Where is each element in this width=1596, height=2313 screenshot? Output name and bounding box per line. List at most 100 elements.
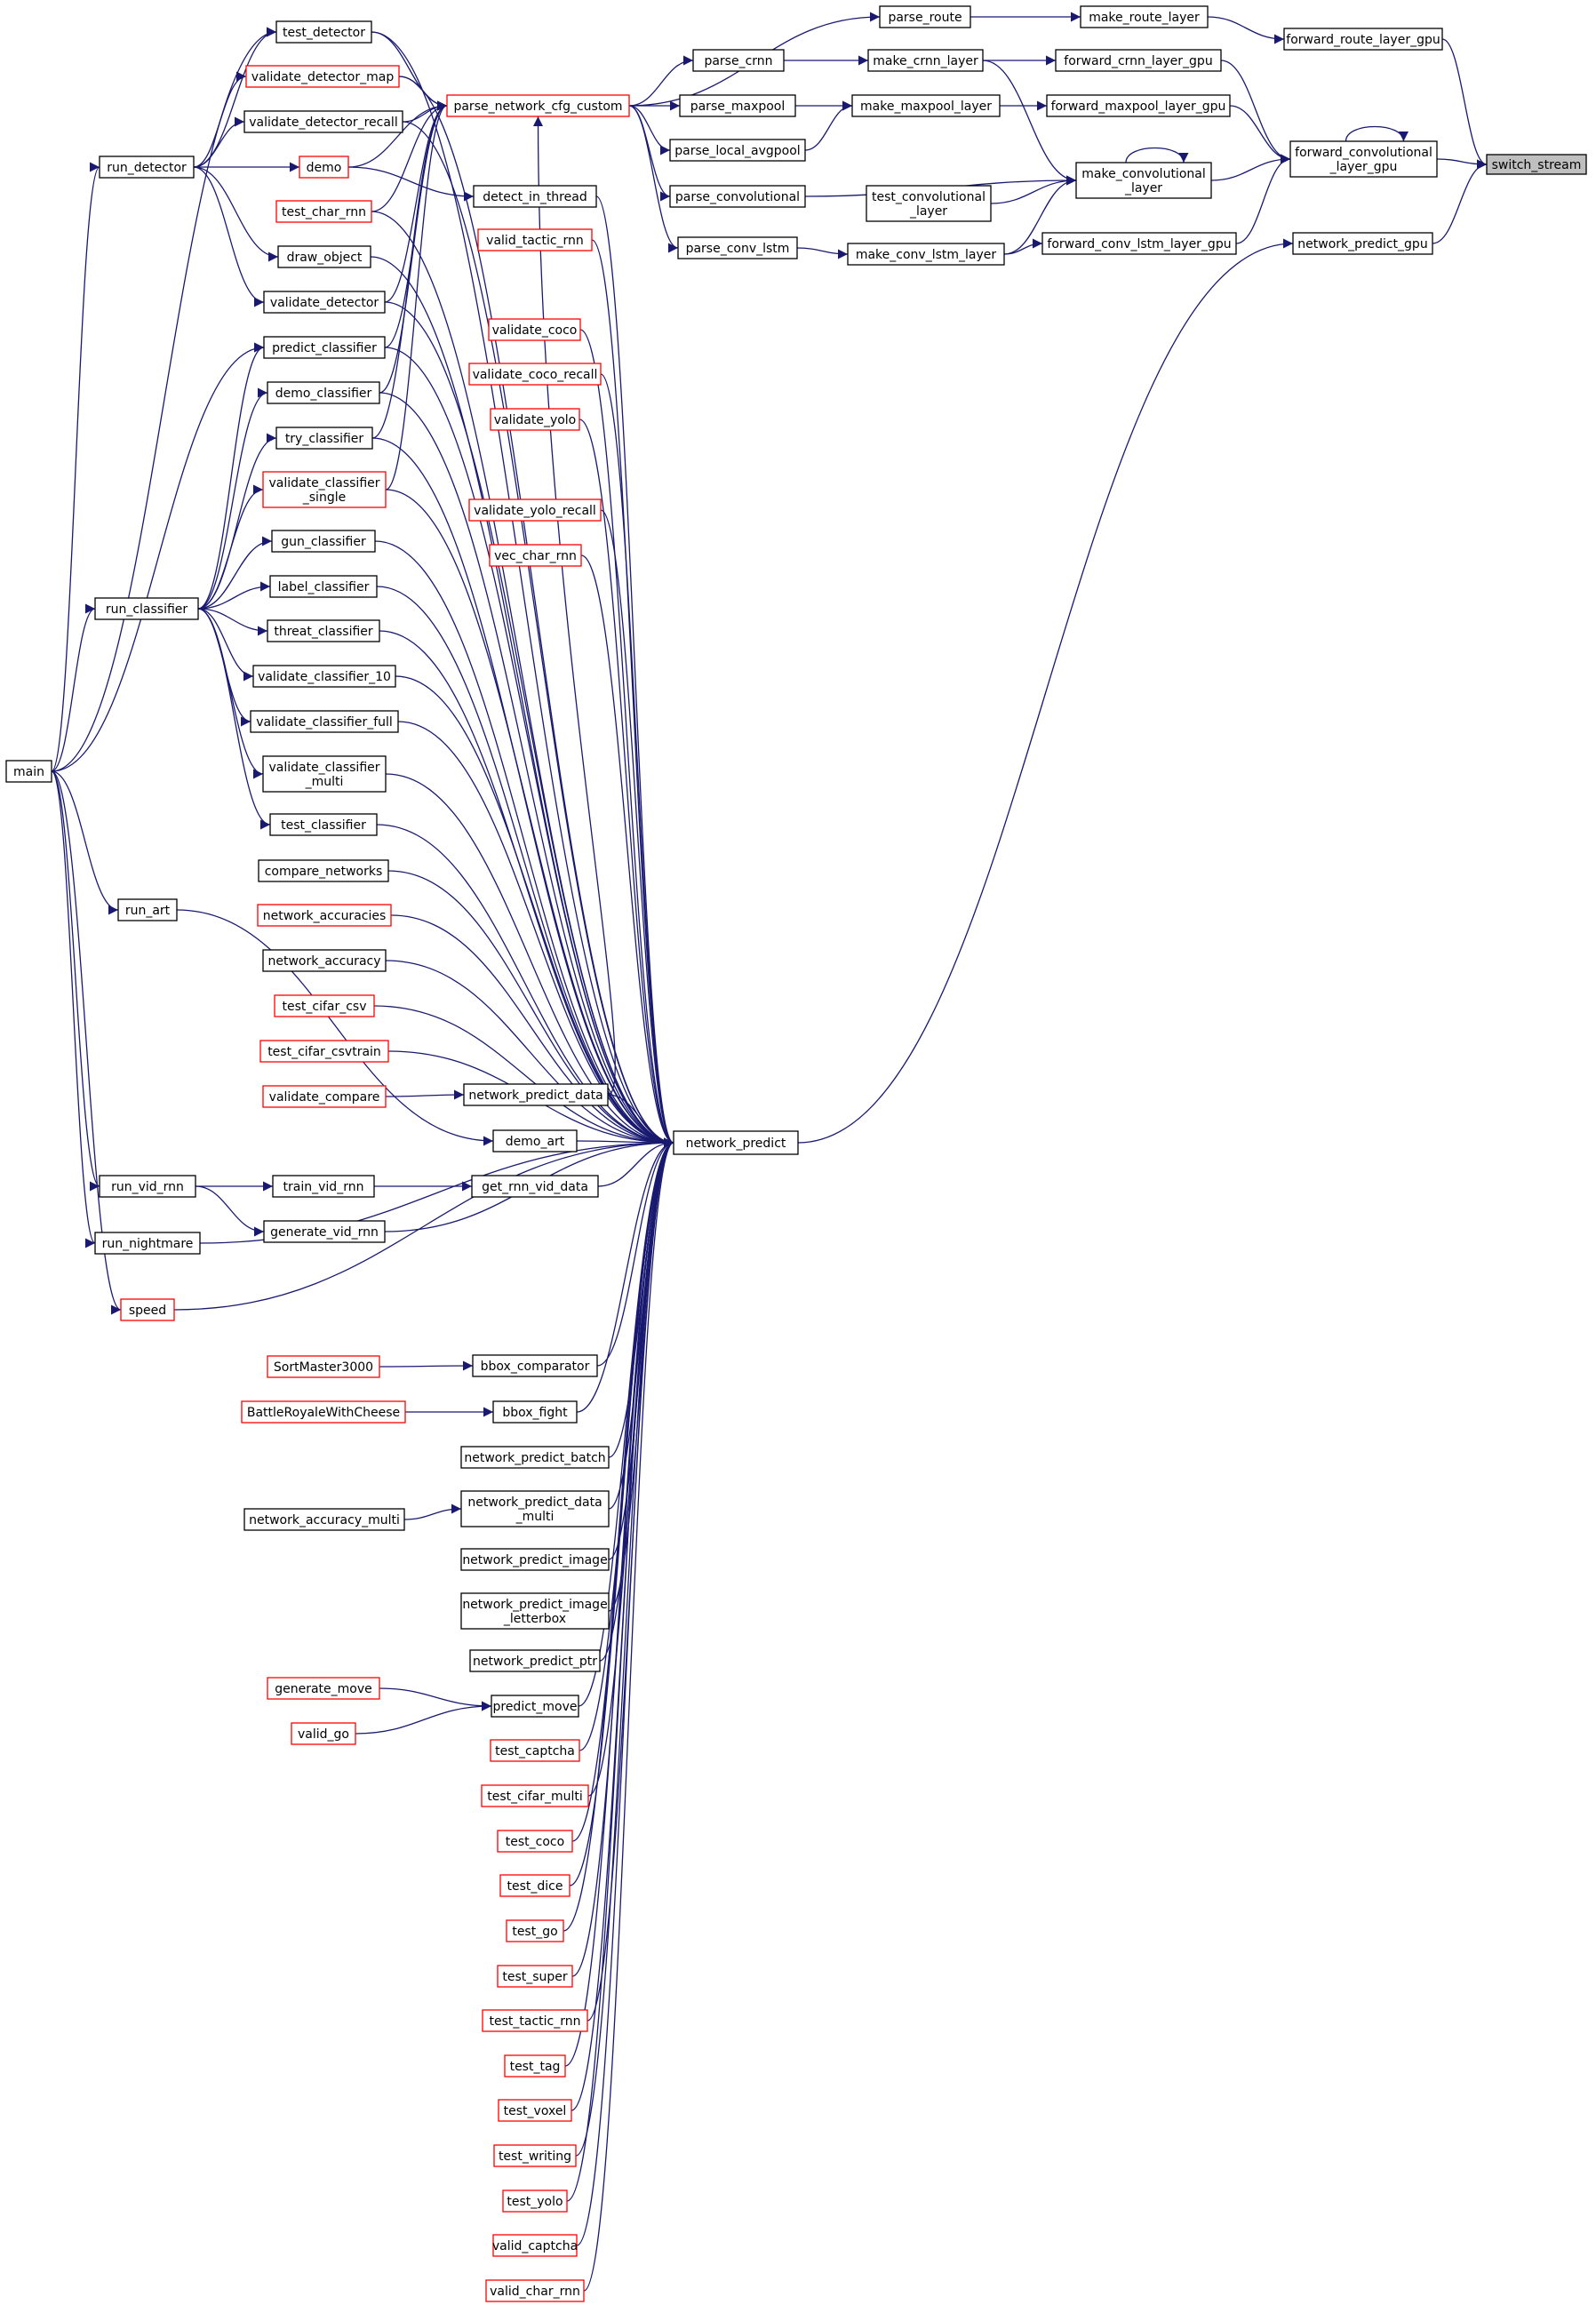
node-run-nightmare[interactable]: run_nightmare xyxy=(94,1232,201,1255)
node-label-classifier[interactable]: label_classifier xyxy=(269,575,378,598)
node-test-writing[interactable]: test_writing xyxy=(493,2144,577,2167)
node-test-go[interactable]: test_go xyxy=(506,1919,564,1942)
node-sortmaster3000[interactable]: SortMaster3000 xyxy=(267,1355,380,1378)
node-network-accuracy-multi[interactable]: network_accuracy_multi xyxy=(243,1508,405,1531)
node-valid-go[interactable]: valid_go xyxy=(291,1722,356,1745)
node-test-char-rnn[interactable]: test_char_rnn xyxy=(275,200,372,223)
node-network-predict-image-letterbox[interactable]: network_predict_image_letterbox xyxy=(460,1592,610,1630)
edge xyxy=(387,870,674,1148)
node-run-detector[interactable]: run_detector xyxy=(99,156,195,179)
node-label: predict_move xyxy=(492,1700,577,1714)
node-parse-maxpool[interactable]: parse_maxpool xyxy=(679,94,796,117)
node-run-classifier[interactable]: run_classifier xyxy=(94,597,199,620)
node-network-predict-data[interactable]: network_predict_data xyxy=(463,1083,609,1106)
node-validate-detector[interactable]: validate_detector xyxy=(263,291,386,314)
node-test-yolo[interactable]: test_yolo xyxy=(502,2189,568,2213)
node-bbox-fight[interactable]: bbox_fight xyxy=(492,1400,578,1424)
node-run-art[interactable]: run_art xyxy=(117,898,178,921)
node-parse-convolutional[interactable]: parse_convolutional xyxy=(669,185,806,208)
node-validate-classifier-multi[interactable]: validate_classifier_multi xyxy=(262,755,387,793)
node-make-crnn-layer[interactable]: make_crnn_layer xyxy=(867,49,984,72)
node-test-super[interactable]: test_super xyxy=(497,1965,573,1988)
node-make-maxpool-layer[interactable]: make_maxpool_layer xyxy=(851,94,1001,117)
node-predict-classifier[interactable]: predict_classifier xyxy=(263,336,386,359)
node-test-dice[interactable]: test_dice xyxy=(499,1874,571,1897)
node-predict-move[interactable]: predict_move xyxy=(491,1695,579,1718)
node-network-predict-ptr[interactable]: network_predict_ptr xyxy=(469,1649,601,1672)
node-get-rnn-vid-data[interactable]: get_rnn_vid_data xyxy=(471,1175,599,1198)
node-battleroyalewithcheese[interactable]: BattleRoyaleWithCheese xyxy=(241,1400,406,1424)
node-network-predict-image[interactable]: network_predict_image xyxy=(460,1548,610,1571)
node-box xyxy=(488,318,581,341)
node-box xyxy=(493,2144,577,2167)
node-forward-crnn-layer-gpu[interactable]: forward_crnn_layer_gpu xyxy=(1055,49,1222,72)
node-label: network_predict_data xyxy=(468,1089,602,1103)
edge xyxy=(563,1137,674,1932)
node-test-voxel[interactable]: test_voxel xyxy=(498,2099,572,2122)
node-detect-in-thread[interactable]: detect_in_thread xyxy=(473,185,597,208)
node-demo-classifier[interactable]: demo_classifier xyxy=(267,381,380,404)
node-validate-yolo-recall[interactable]: validate_yolo_recall xyxy=(468,498,602,522)
node-vec-char-rnn[interactable]: vec_char_rnn xyxy=(489,544,582,567)
node-test-tag[interactable]: test_tag xyxy=(504,2054,566,2078)
node-test-convolutional-layer[interactable]: test_convolutional_layer xyxy=(866,185,992,222)
node-validate-classifier-full[interactable]: validate_classifier_full xyxy=(250,710,399,733)
node-box xyxy=(673,1130,799,1155)
node-parse-crnn[interactable]: parse_crnn xyxy=(692,49,785,72)
node-network-predict[interactable]: network_predict xyxy=(673,1130,799,1155)
node-demo[interactable]: demo xyxy=(299,156,349,179)
node-valid-tactic-rnn[interactable]: valid_tactic_rnn xyxy=(477,228,593,251)
node-try-classifier[interactable]: try_classifier xyxy=(275,427,373,450)
node-parse-conv-lstm[interactable]: parse_conv_lstm xyxy=(677,236,798,259)
node-parse-network-cfg-custom[interactable]: parse_network_cfg_custom xyxy=(446,94,630,117)
node-make-conv-lstm-layer[interactable]: make_conv_lstm_layer xyxy=(847,243,1005,266)
node-forward-maxpool-layer-gpu[interactable]: forward_maxpool_layer_gpu xyxy=(1046,94,1231,117)
node-demo-art[interactable]: demo_art xyxy=(492,1129,578,1153)
edge xyxy=(197,608,254,682)
node-run-vid-rnn[interactable]: run_vid_rnn xyxy=(99,1175,196,1198)
node-test-coco[interactable]: test_coco xyxy=(497,1830,573,1853)
node-test-tactic-rnn[interactable]: test_tactic_rnn xyxy=(482,2009,588,2032)
node-make-convolutional-layer[interactable]: make_convolutional_layer xyxy=(1075,162,1212,199)
node-bbox-comparator[interactable]: bbox_comparator xyxy=(472,1354,598,1377)
node-box xyxy=(472,1354,598,1377)
node-forward-convolutional-layer-gpu[interactable]: forward_convolutional_layer_gpu xyxy=(1289,140,1438,178)
node-validate-classifier-single[interactable]: validate_classifier_single xyxy=(262,471,387,508)
node-network-accuracies[interactable]: network_accuracies xyxy=(257,904,392,927)
node-validate-yolo[interactable]: validate_yolo xyxy=(490,408,580,431)
node-test-classifier[interactable]: test_classifier xyxy=(269,813,378,836)
node-network-predict-data-multi[interactable]: network_predict_data_multi xyxy=(460,1490,610,1527)
node-speed[interactable]: speed xyxy=(120,1298,175,1321)
node-validate-classifier-10[interactable]: validate_classifier_10 xyxy=(252,665,396,688)
node-test-cifar-csvtrain[interactable]: test_cifar_csvtrain xyxy=(259,1040,389,1063)
node-forward-route-layer-gpu[interactable]: forward_route_layer_gpu xyxy=(1283,28,1443,51)
node-make-route-layer[interactable]: make_route_layer xyxy=(1080,5,1209,28)
node-compare-networks[interactable]: compare_networks xyxy=(258,859,389,882)
node-train-vid-rnn[interactable]: train_vid_rnn xyxy=(272,1175,375,1198)
node-validate-coco[interactable]: validate_coco xyxy=(488,318,581,341)
node-generate-vid-rnn[interactable]: generate_vid_rnn xyxy=(263,1220,386,1243)
node-test-captcha[interactable]: test_captcha xyxy=(490,1739,580,1762)
node-switch-stream[interactable]: switch_stream xyxy=(1486,154,1587,175)
node-parse-route[interactable]: parse_route xyxy=(879,5,971,28)
node-box xyxy=(259,1040,389,1063)
node-network-predict-batch[interactable]: network_predict_batch xyxy=(460,1446,610,1469)
node-generate-move[interactable]: generate_move xyxy=(267,1677,380,1700)
node-valid-captcha[interactable]: valid_captcha xyxy=(492,2234,578,2257)
node-network-predict-gpu[interactable]: network_predict_gpu xyxy=(1292,232,1433,255)
node-validate-coco-recall[interactable]: validate_coco_recall xyxy=(468,363,602,386)
node-network-accuracy[interactable]: network_accuracy xyxy=(262,949,387,972)
node-threat-classifier[interactable]: threat_classifier xyxy=(267,619,380,642)
node-validate-detector-recall[interactable]: validate_detector_recall xyxy=(243,110,403,133)
node-validate-detector-map[interactable]: validate_detector_map xyxy=(245,65,400,88)
node-test-cifar-csv[interactable]: test_cifar_csv xyxy=(274,994,375,1017)
node-test-detector[interactable]: test_detector xyxy=(275,20,372,44)
node-main[interactable]: main xyxy=(5,760,52,783)
node-forward-conv-lstm-layer-gpu[interactable]: forward_conv_lstm_layer_gpu xyxy=(1041,232,1237,255)
node-test-cifar-multi[interactable]: test_cifar_multi xyxy=(481,1784,589,1807)
node-valid-char-rnn[interactable]: valid_char_rnn xyxy=(485,2279,585,2302)
node-gun-classifier[interactable]: gun_classifier xyxy=(271,530,376,553)
node-parse-local-avgpool[interactable]: parse_local_avgpool xyxy=(669,139,806,162)
node-validate-compare[interactable]: validate_compare xyxy=(262,1085,387,1108)
node-draw-object[interactable]: draw_object xyxy=(277,245,371,268)
